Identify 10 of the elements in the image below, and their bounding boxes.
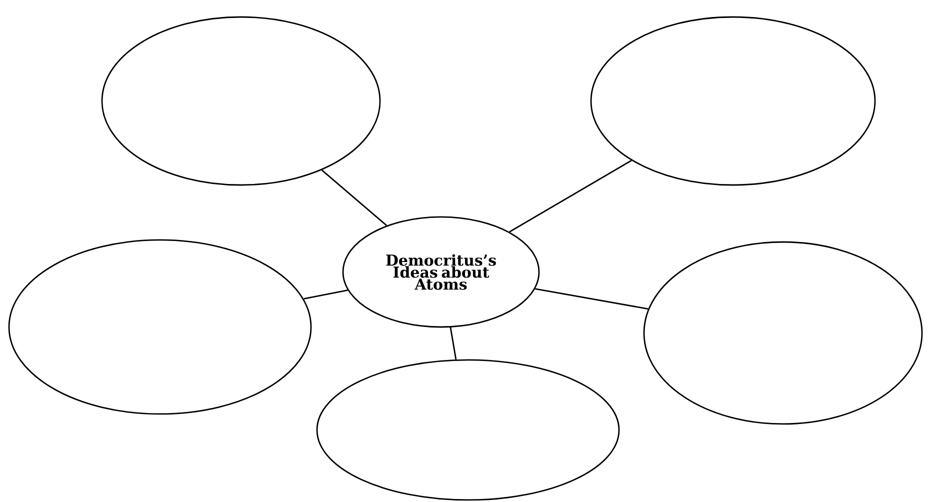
connector-line xyxy=(534,288,648,310)
empty-ellipse xyxy=(316,359,620,501)
empty-ellipse xyxy=(101,16,381,186)
connector-line xyxy=(304,290,348,300)
empty-ellipse xyxy=(8,239,312,415)
empty-ellipse xyxy=(590,16,876,186)
connector-line xyxy=(509,160,632,232)
connector-line xyxy=(450,327,457,360)
empty-ellipse xyxy=(643,241,923,425)
connector-line xyxy=(321,170,388,226)
